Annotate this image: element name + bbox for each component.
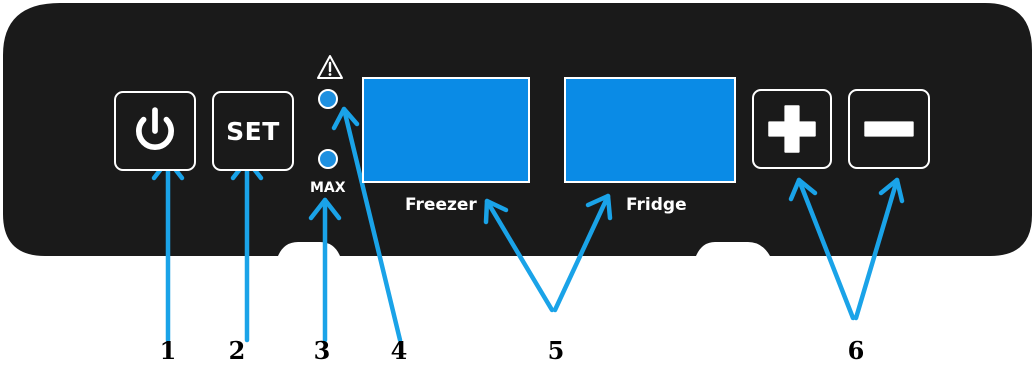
- arrow-5a-line: [484, 198, 555, 313]
- callout-6: 6: [847, 336, 865, 365]
- arrow-4-line: [341, 106, 403, 343]
- alarm-led: [318, 89, 338, 109]
- callout-3: 3: [313, 336, 331, 365]
- set-button[interactable]: SET: [212, 91, 294, 171]
- max-label: MAX: [310, 180, 346, 196]
- freezer-label: Freezer: [405, 195, 477, 215]
- freezer-display: [362, 77, 530, 183]
- arrow-5b-line: [552, 193, 611, 313]
- fridge-label: Fridge: [626, 195, 687, 215]
- plus-icon: [768, 105, 816, 153]
- arrow-4-head: [331, 106, 360, 131]
- arrow-5b-head: [585, 193, 613, 221]
- minus-icon: [864, 121, 914, 137]
- callout-4: 4: [390, 336, 408, 365]
- power-icon: [136, 107, 174, 150]
- arrow-3-head: [308, 197, 342, 221]
- plus-button[interactable]: [752, 89, 832, 169]
- arrow-6a-head: [788, 177, 818, 202]
- callout-2: 2: [228, 336, 246, 365]
- arrow-lines: [165, 106, 900, 343]
- arrow-5a-head: [483, 198, 509, 225]
- callout-5: 5: [547, 336, 565, 365]
- warning-icon: [317, 55, 343, 79]
- arrow-6b-head: [878, 177, 905, 204]
- set-button-label: SET: [226, 116, 280, 146]
- max-led: [318, 149, 338, 169]
- arrow-6b-line: [853, 177, 900, 321]
- power-button[interactable]: [114, 91, 196, 171]
- arrow-6a-line: [796, 177, 856, 321]
- minus-button[interactable]: [848, 89, 930, 169]
- callout-1: 1: [159, 336, 177, 365]
- fridge-display: [564, 77, 736, 183]
